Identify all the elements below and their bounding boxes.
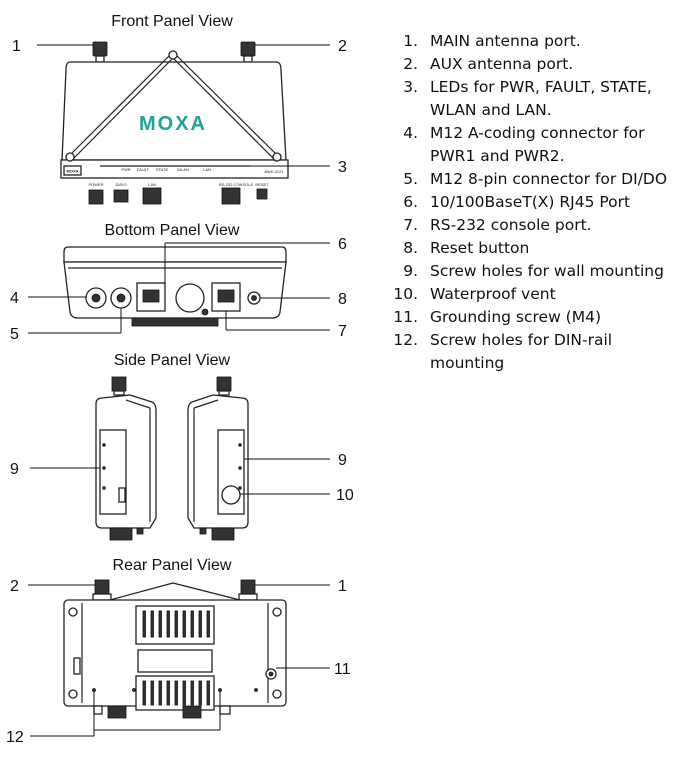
port-label: RESET <box>255 182 269 187</box>
legend-text: Screw holes for DIN-rail mounting <box>430 331 613 372</box>
legend-text: Grounding screw (M4) <box>430 308 602 326</box>
port-label: DI/DO <box>115 182 126 187</box>
front-aux-antenna <box>240 41 256 63</box>
legend-list: 1. MAIN antenna port. 2. AUX antenna port.… <box>382 30 678 375</box>
legend-number: 1. <box>403 32 418 50</box>
legend-item: 12. Screw holes for DIN-rail mounting <box>382 329 678 375</box>
front-panel-view: Front Panel View MOXA MOXA AWK-4121 <box>12 13 347 205</box>
rear-aux-antenna <box>92 579 112 601</box>
port-label: RS-232 CONSOLE <box>219 182 254 187</box>
callout-9: 9 <box>338 452 347 469</box>
legend-number: 5. <box>403 170 418 188</box>
callout-6: 6 <box>338 236 347 253</box>
legend-item: 4. M12 A-coding connector for PWR1 and PW… <box>382 122 678 168</box>
bottom-grounding-point <box>201 308 209 316</box>
side-view-title: Side Panel View <box>114 352 231 369</box>
legend-item: 1. MAIN antenna port. <box>382 30 678 53</box>
led-labels: PWR FAULT STATE WLAN LAN <box>121 167 211 172</box>
callout-10: 10 <box>336 487 354 504</box>
legend-number: 12. <box>393 331 418 349</box>
bottom-view-title: Bottom Panel View <box>105 222 240 239</box>
led-label: STATE <box>156 167 169 172</box>
callout-1: 1 <box>12 38 21 55</box>
m12-8pin-pin <box>116 293 126 303</box>
callout-11: 11 <box>334 661 351 678</box>
legend-item: 5. M12 8-pin connector for DI/DO <box>382 168 678 191</box>
legend-number: 7. <box>403 216 418 234</box>
front-port-labels: POWER DI/DO LAN RS-232 CONSOLE RESET <box>88 182 269 187</box>
led-label: PWR <box>121 167 130 172</box>
moxa-logo: MOXA <box>139 113 207 135</box>
legend-number: 8. <box>403 239 418 257</box>
legend-text: 10/100BaseT(X) RJ45 Port <box>430 193 631 211</box>
callout-8: 8 <box>338 291 347 308</box>
side-panel-view: Side Panel View <box>10 352 354 541</box>
heat-sink-lower <box>135 675 215 711</box>
m12-a-coding-pin <box>91 293 101 303</box>
legend-item: 10. Waterproof vent <box>382 283 678 306</box>
callout-7: 7 <box>338 323 347 340</box>
grounding-screw-core <box>268 671 274 677</box>
legend-number: 9. <box>403 262 418 280</box>
legend-number: 10. <box>393 285 418 303</box>
callout-2: 2 <box>338 38 347 55</box>
legend-text: Screw holes for wall mounting <box>430 262 664 280</box>
legend-item: 6. 10/100BaseT(X) RJ45 Port <box>382 191 678 214</box>
front-bottom-ports <box>88 187 268 205</box>
legend-text: Waterproof vent <box>430 285 556 303</box>
callout-3: 3 <box>338 159 347 176</box>
model-text: AWK-4121 <box>264 169 284 174</box>
callout-2: 2 <box>10 578 19 595</box>
legend-item: 7. RS-232 console port. <box>382 214 678 237</box>
legend-text: Reset button <box>430 239 530 257</box>
legend-item: 3. LEDs for PWR, FAULT, STATE, WLAN and L… <box>382 76 678 122</box>
moxa-small-badge <box>63 165 82 176</box>
led-label: FAULT <box>137 167 150 172</box>
legend-text: M12 8-pin connector for DI/DO <box>430 170 668 188</box>
front-enclosure <box>60 50 289 179</box>
callout-4: 4 <box>10 290 19 307</box>
led-label: WLAN <box>177 167 189 172</box>
port-label: LAN <box>148 182 156 187</box>
port-label: POWER <box>88 182 103 187</box>
bottom-vent <box>175 283 205 313</box>
legend-number: 2. <box>403 55 418 73</box>
legend-number: 4. <box>403 124 418 142</box>
legend-item: 9. Screw holes for wall mounting <box>382 260 678 283</box>
legend-item: 2. AUX antenna port. <box>382 53 678 76</box>
rear-panel-view: Rear Panel View <box>6 557 351 746</box>
rear-bottom-connectors <box>93 705 231 719</box>
legend-number: 6. <box>403 193 418 211</box>
legend-text: LEDs for PWR, FAULT, STATE, WLAN and LAN… <box>430 78 652 119</box>
rear-label-area <box>137 649 213 673</box>
callout-9: 9 <box>10 461 19 478</box>
legend-item: 11. Grounding screw (M4) <box>382 306 678 329</box>
front-view-title: Front Panel View <box>111 13 233 30</box>
front-main-antenna <box>92 41 108 63</box>
callout-5: 5 <box>10 326 19 343</box>
legend-item: 8. Reset button <box>382 237 678 260</box>
side-waterproof-vent <box>221 485 241 505</box>
side-left-unit <box>95 376 157 541</box>
callout-1: 1 <box>338 578 347 595</box>
rj45-socket <box>142 289 160 303</box>
legend-text: AUX antenna port. <box>430 55 574 73</box>
side-right-unit <box>187 376 249 541</box>
legend-text: RS-232 console port. <box>430 216 592 234</box>
moxa-small-logo: MOXA <box>67 169 79 174</box>
bottom-panel-view: Bottom Panel View 6 4 5 8 7 <box>10 222 347 343</box>
bottom-enclosure <box>63 246 287 327</box>
rear-view-title: Rear Panel View <box>113 557 232 574</box>
legend-text: M12 A-coding connector for PWR1 and PWR2… <box>430 124 645 165</box>
legend-text: MAIN antenna port. <box>430 32 581 50</box>
legend-number: 11. <box>393 308 418 326</box>
rear-main-antenna <box>238 579 258 601</box>
led-label: LAN <box>203 167 211 172</box>
legend-number: 3. <box>403 78 418 96</box>
callout-12: 12 <box>6 729 24 746</box>
heat-sink-upper <box>135 605 215 645</box>
console-socket <box>217 289 235 303</box>
reset-button-core <box>251 295 257 301</box>
